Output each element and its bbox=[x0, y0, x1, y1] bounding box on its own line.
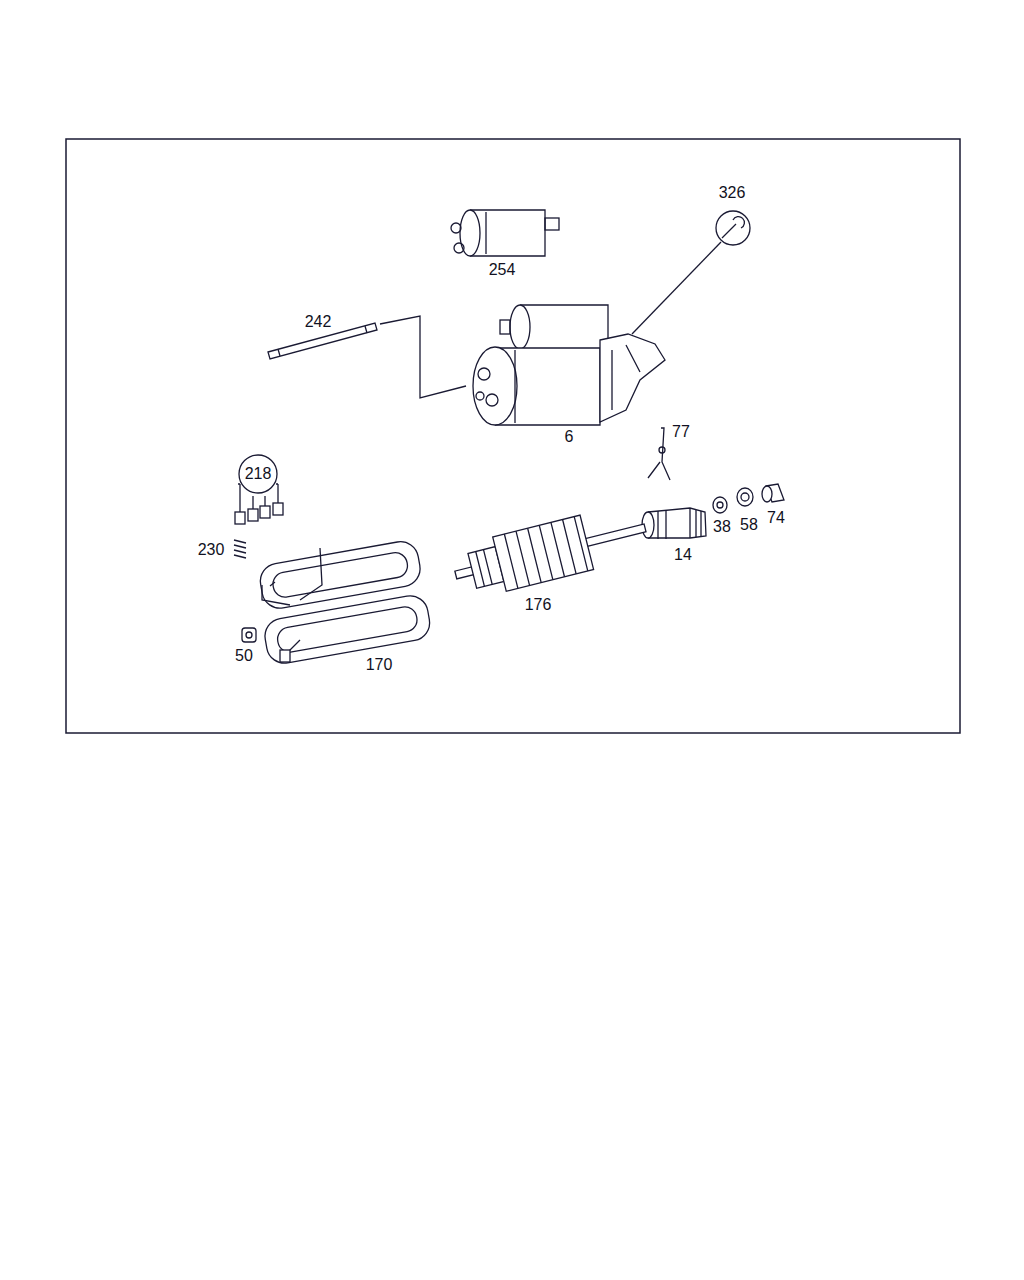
starter-motor bbox=[473, 305, 665, 425]
callout-number: 176 bbox=[523, 596, 554, 614]
callout-number: 58 bbox=[738, 516, 760, 534]
bushing bbox=[242, 628, 256, 642]
spring bbox=[234, 540, 246, 558]
callout-number: 230 bbox=[196, 541, 227, 559]
shift-fork bbox=[648, 428, 670, 480]
frame bbox=[66, 139, 960, 733]
pinion bbox=[642, 508, 706, 539]
callout-number: 14 bbox=[672, 546, 694, 564]
armature bbox=[449, 501, 652, 603]
callout-number: 77 bbox=[670, 423, 692, 441]
callout-number: 74 bbox=[765, 509, 787, 527]
callout-number: 6 bbox=[563, 428, 576, 446]
callout-number: 326 bbox=[717, 184, 748, 202]
solenoid-switch bbox=[451, 210, 559, 256]
callout-circle: 218 bbox=[238, 454, 278, 494]
tool-symbol bbox=[632, 211, 750, 334]
callout-number: 218 bbox=[245, 465, 272, 483]
callout-number: 38 bbox=[711, 518, 733, 536]
circle-outline bbox=[239, 455, 277, 493]
callout-number: 242 bbox=[303, 313, 334, 331]
leader-line bbox=[380, 316, 466, 398]
callout-number: 254 bbox=[487, 261, 518, 279]
callout-number: 50 bbox=[233, 647, 255, 665]
callout-number: 170 bbox=[364, 656, 395, 674]
terminal bbox=[280, 650, 290, 662]
field-winding bbox=[253, 539, 433, 666]
wires bbox=[262, 548, 322, 655]
